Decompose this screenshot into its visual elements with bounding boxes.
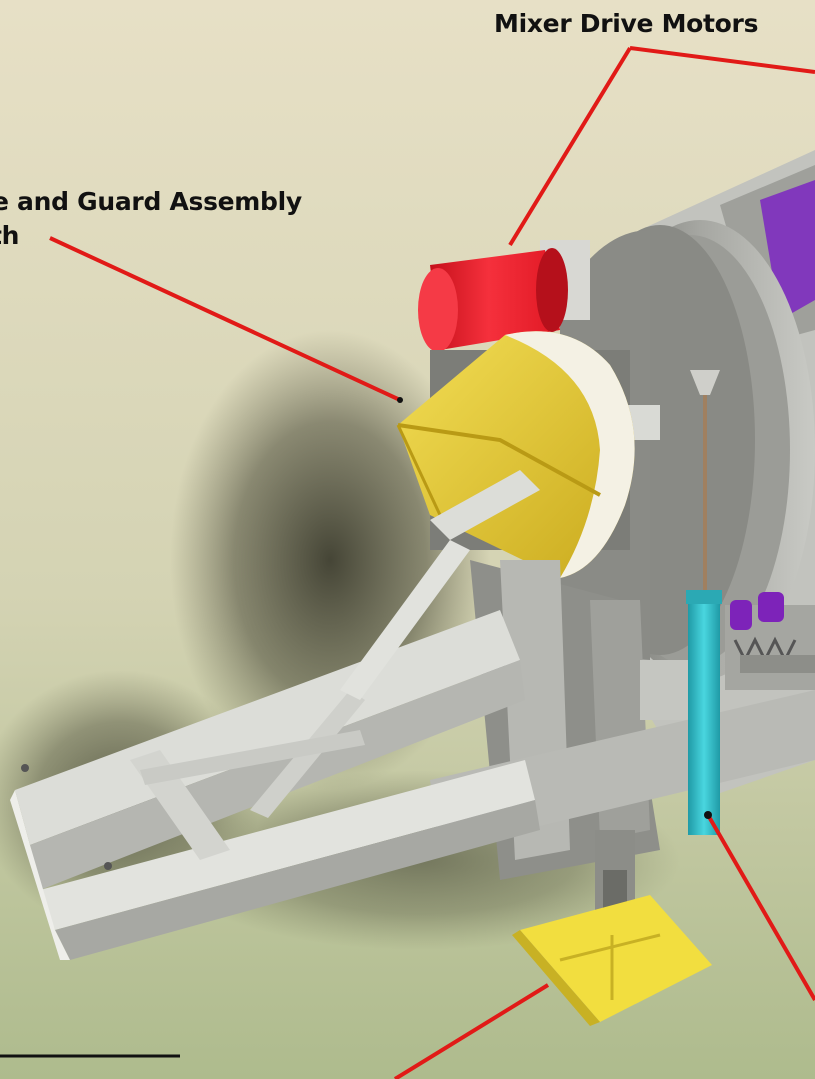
leader-end-dot: [704, 811, 712, 819]
boom-frame: [10, 470, 540, 960]
drum-side-components: [725, 592, 815, 690]
leader-end-dot: [397, 397, 403, 403]
leader-line-mixer-2: [629, 46, 815, 74]
label-guard-assembly-line1: e and Guard Assembly: [0, 187, 302, 216]
leader-lines: [49, 46, 815, 1079]
label-mixer-drive-motors: Mixer Drive Motors: [494, 9, 759, 38]
leader-line-mixer-1: [508, 46, 632, 247]
leader-line-pad: [393, 983, 550, 1079]
leader-line-guard: [49, 236, 401, 402]
jack-stand: [512, 830, 712, 1026]
mixer-drive-motor: [418, 240, 590, 352]
cyan-actuator: [686, 370, 722, 835]
label-guard-assembly-line2: th: [0, 221, 20, 250]
leader-line-actuator: [706, 813, 815, 1002]
